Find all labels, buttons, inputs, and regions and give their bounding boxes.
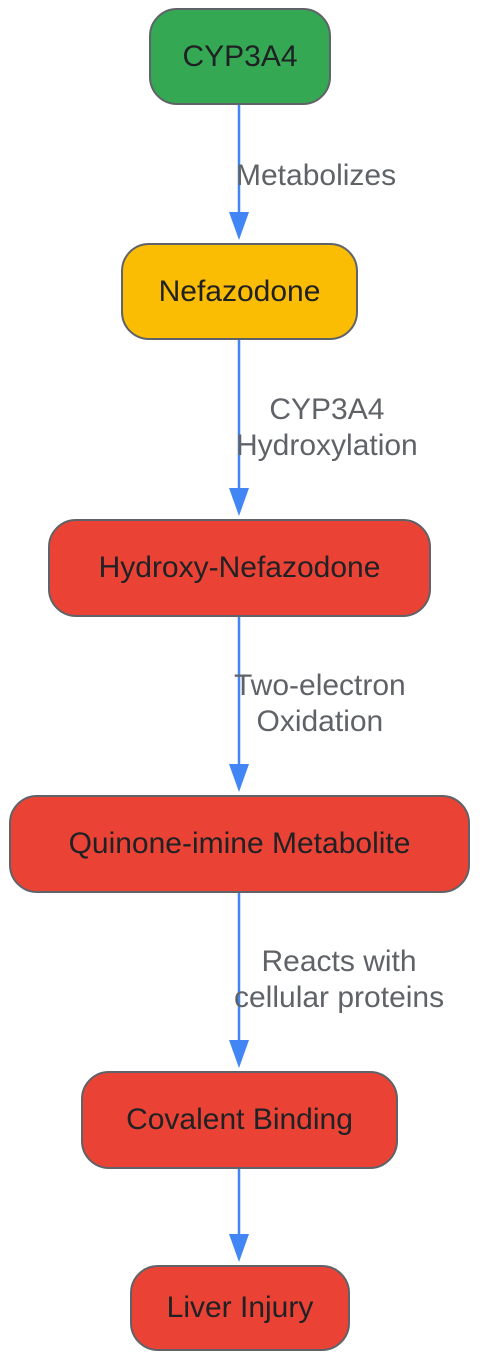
edge-label-line: Hydroxylation — [236, 429, 418, 462]
edge-label-metabolizes: Metabolizes — [236, 158, 396, 194]
edge-label-reacts-with-cellular-proteins: Reacts with cellular proteins — [234, 944, 444, 1016]
edge-hydroxy-nefazodone-to-quinone-imine — [229, 617, 249, 792]
node-hydroxy-nefazodone: Hydroxy-Nefazodone — [48, 519, 431, 617]
edge-label-line: Two-electron — [234, 669, 406, 702]
edge-label-two-electron-oxidation: Two-electron Oxidation — [234, 668, 406, 740]
edge-covalent-binding-to-liver-injury — [229, 1169, 249, 1262]
node-covalent-binding-label: Covalent Binding — [126, 1103, 353, 1136]
edge-label-line: cellular proteins — [234, 981, 445, 1014]
edge-label-cyp3a4-hydroxylation: CYP3A4 Hydroxylation — [236, 392, 418, 464]
edge-quinone-imine-to-covalent-binding — [229, 893, 249, 1068]
edge-label-line: Reacts with — [261, 945, 417, 978]
node-nefazodone: Nefazodone — [121, 243, 358, 340]
edge-label-line: CYP3A4 — [269, 393, 385, 426]
node-cyp3a4-label: CYP3A4 — [182, 39, 298, 73]
node-covalent-binding: Covalent Binding — [81, 1071, 398, 1169]
node-cyp3a4: CYP3A4 — [149, 8, 331, 105]
node-quinone-imine-metabolite: Quinone-imine Metabolite — [9, 795, 470, 893]
edge-label-line: Metabolizes — [236, 159, 397, 192]
edge-label-line: Oxidation — [256, 705, 384, 738]
node-hydroxy-nefazodone-label: Hydroxy-Nefazodone — [98, 551, 381, 584]
node-liver-injury-label: Liver Injury — [166, 1291, 314, 1324]
edge-cyp3a4-to-nefazodone — [229, 105, 249, 240]
edge-nefazodone-to-hydroxy-nefazodone — [229, 340, 249, 516]
node-nefazodone-label: Nefazodone — [158, 274, 321, 308]
node-liver-injury: Liver Injury — [130, 1265, 350, 1351]
node-quinone-imine-metabolite-label: Quinone-imine Metabolite — [68, 827, 411, 860]
